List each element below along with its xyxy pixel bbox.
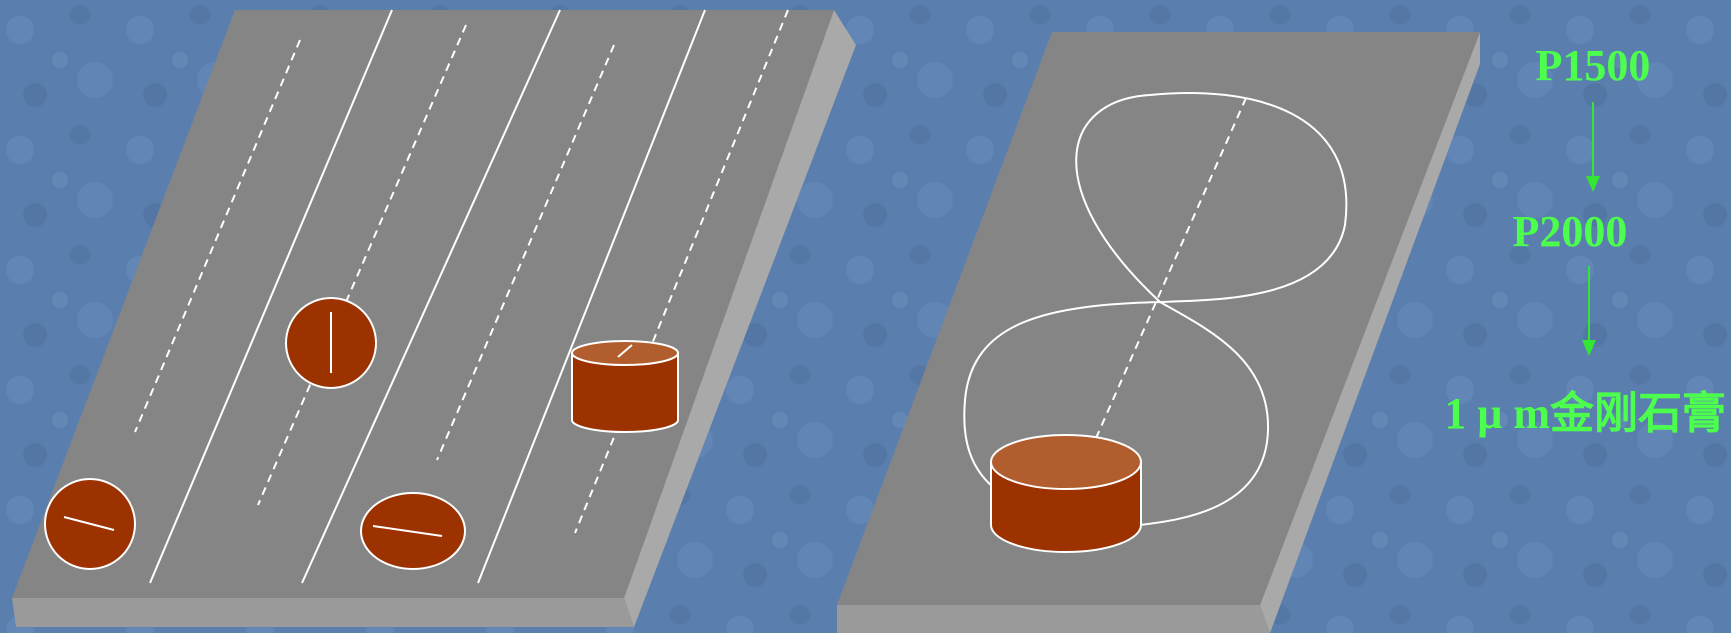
step-label-3: 1 μ m金刚石膏	[1444, 389, 1726, 438]
plate-left-top	[12, 10, 834, 598]
figure-eight-plate	[837, 32, 1480, 633]
specimen-cylinder-large	[990, 434, 1142, 553]
figure-eight-path	[963, 92, 1348, 527]
step-label-1: P1500	[1536, 41, 1651, 90]
solid-tracks	[149, 9, 706, 584]
dashed-tracks	[134, 9, 789, 534]
plate-right-side	[1260, 32, 1480, 633]
step-label-2: P2000	[1513, 207, 1628, 256]
plate-left-front	[12, 598, 634, 627]
plate-right-front	[837, 605, 1270, 633]
linear-grinding-plate	[12, 9, 856, 627]
specimen-top-view	[285, 297, 377, 389]
down-arrow-icon	[1586, 102, 1600, 192]
specimen-top-view	[360, 492, 466, 570]
step-sequence: P1500 P2000 1 μ m金刚石膏	[1444, 41, 1726, 438]
down-arrow-icon	[1582, 266, 1596, 356]
plate-left-side	[624, 10, 856, 627]
specimen-top-view	[44, 478, 136, 570]
figure-eight-axis	[1092, 97, 1247, 446]
specimen-cylinder	[571, 340, 679, 433]
